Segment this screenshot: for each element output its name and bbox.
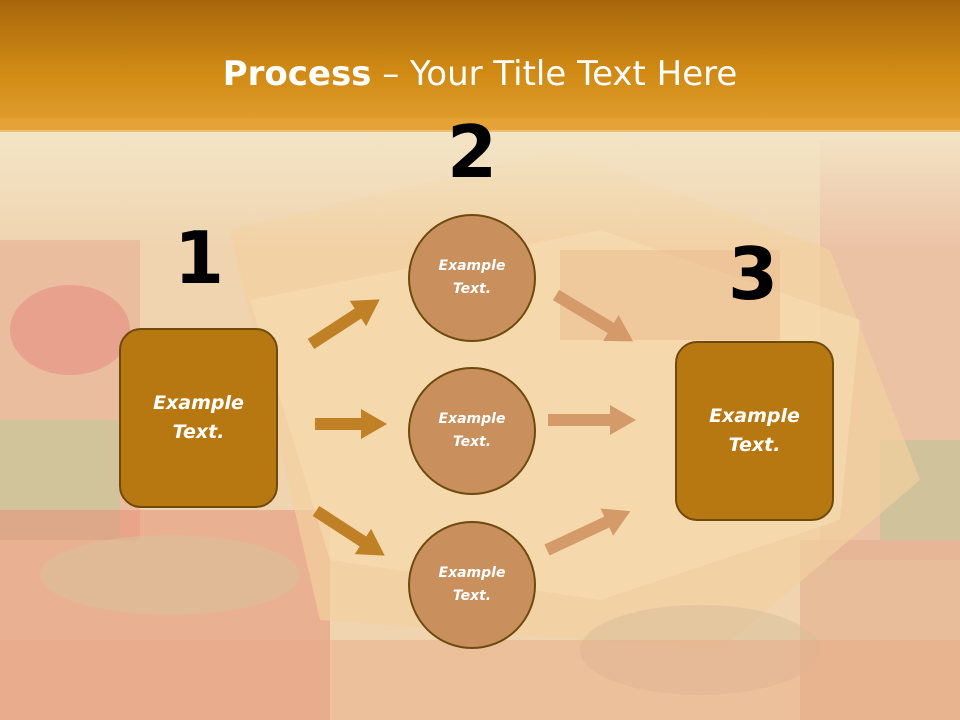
arrows-left-group [307, 299, 387, 556]
right-box-label: Example Text. [709, 405, 800, 456]
circle-middle-label: Example Text. [438, 411, 506, 450]
arrow-right-up [544, 508, 631, 556]
title-bold: Process [222, 54, 372, 94]
circle-top-label: Example Text. [438, 258, 506, 297]
header-band [0, 0, 960, 130]
circle-middle: Example Text. [408, 367, 536, 495]
circle-bottom: Example Text. [408, 521, 536, 649]
arrow-right-down [552, 289, 634, 342]
step-number-2: 2 [446, 110, 498, 194]
circle-top: Example Text. [408, 214, 536, 342]
left-box-label: Example Text. [153, 392, 244, 443]
step-number-3: 3 [727, 232, 779, 316]
circle-bottom-label: Example Text. [438, 565, 506, 604]
arrow-right-straight [548, 405, 636, 435]
right-box: Example Text. [675, 341, 834, 521]
arrow-left-up [307, 299, 380, 350]
arrow-left-down [312, 505, 385, 556]
arrow-left-straight [315, 409, 387, 439]
page-title: Process – Your Title Text Here [0, 52, 960, 96]
step-number-1: 1 [173, 216, 225, 300]
title-rest: – Your Title Text Here [371, 54, 738, 94]
left-box: Example Text. [119, 328, 278, 508]
arrows-right-group [544, 289, 636, 556]
